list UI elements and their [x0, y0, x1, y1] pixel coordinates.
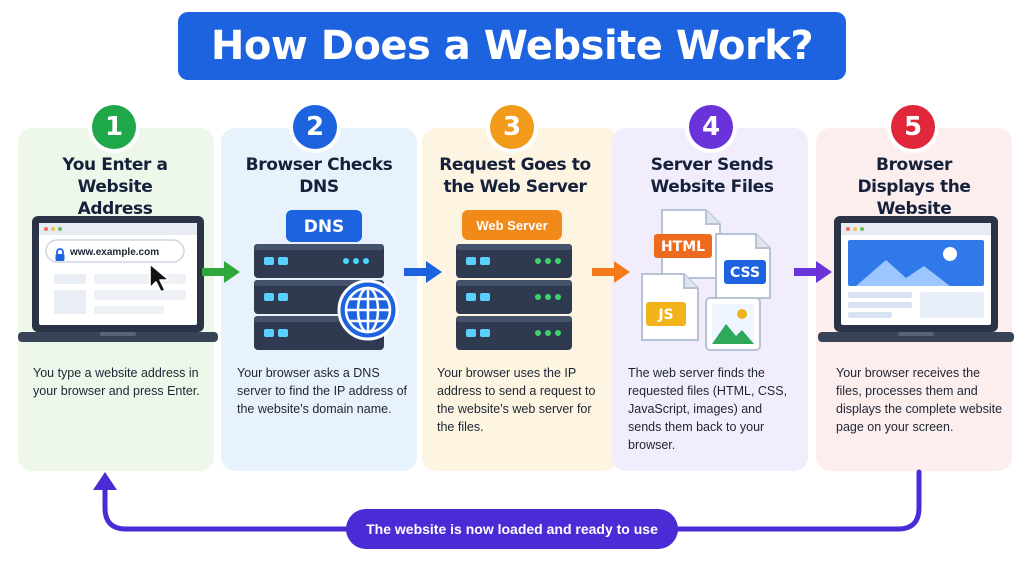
- cursor-icon: [149, 263, 170, 293]
- page-title-bar: How Does a Website Work?: [178, 12, 846, 80]
- step-title: Browser Displays the Website: [857, 155, 971, 219]
- step-number-badge: 1: [92, 105, 136, 149]
- step-description: Your browser uses the IP address to send…: [437, 366, 596, 434]
- laptop-icon: [18, 216, 218, 342]
- url-text: www.example.com: [70, 247, 160, 258]
- arrow-right-icon: [794, 261, 832, 283]
- loop-label: The website is now loaded and ready to u…: [366, 521, 658, 537]
- web-server-label: Web Server: [476, 218, 548, 233]
- arrow-right-icon: [202, 261, 240, 283]
- step-description: Your browser asks a DNS server to find t…: [237, 366, 408, 416]
- loop-label-pill: The website is now loaded and ready to u…: [346, 509, 678, 549]
- image-icon: [705, 297, 761, 351]
- html-file-label: HTML: [660, 239, 706, 255]
- globe-icon: [337, 279, 399, 341]
- step-title: You Enter a Website Address: [62, 155, 168, 219]
- lock-icon: [55, 248, 65, 261]
- step-number-badge: 5: [891, 105, 935, 149]
- step-number-badge: 4: [689, 105, 733, 149]
- step-title: Browser Checks DNS: [245, 155, 393, 197]
- arrow-right-icon: [404, 261, 442, 283]
- laptop-icon: [818, 216, 1014, 342]
- step-description: Your browser receives the files, process…: [836, 366, 1003, 434]
- step-description: You type a website address in your brows…: [33, 366, 200, 398]
- dns-label: DNS: [303, 217, 345, 237]
- page-title: How Does a Website Work?: [210, 23, 814, 69]
- step-title: Request Goes to the Web Server: [439, 155, 591, 197]
- step-number-badge: 2: [293, 105, 337, 149]
- server-icon: [456, 210, 572, 350]
- step-title: Server Sends Website Files: [650, 155, 774, 197]
- css-file-label: CSS: [729, 265, 761, 281]
- js-file-label: JS: [658, 307, 674, 323]
- step-number-badge: 3: [490, 105, 534, 149]
- file-icon: [641, 209, 771, 341]
- arrow-right-icon: [592, 261, 630, 283]
- step-description: The web server finds the requested files…: [628, 366, 788, 452]
